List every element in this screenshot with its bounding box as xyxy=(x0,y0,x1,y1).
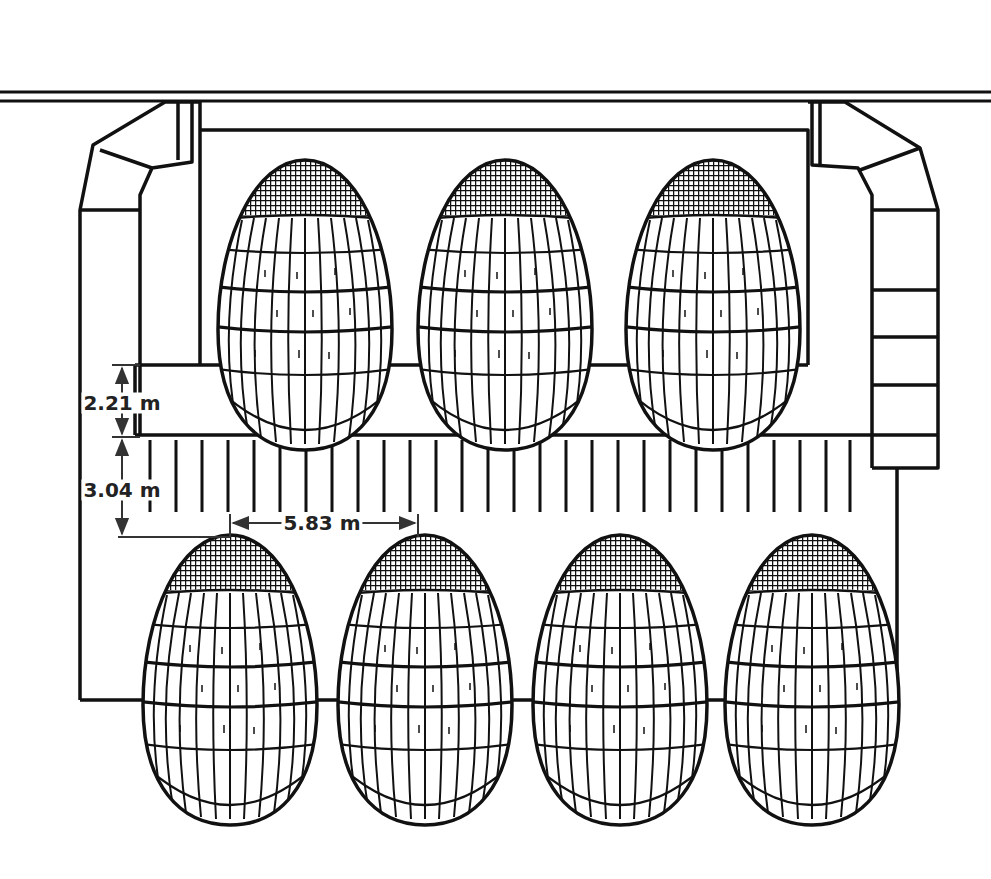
quay-edge xyxy=(0,92,991,101)
dimension-label: 2.21 m xyxy=(81,393,162,414)
dimension-label: 3.04 m xyxy=(81,480,162,501)
caisson xyxy=(135,160,907,825)
dimension-label: 5.83 m xyxy=(281,513,362,534)
dimension-line xyxy=(112,365,418,537)
